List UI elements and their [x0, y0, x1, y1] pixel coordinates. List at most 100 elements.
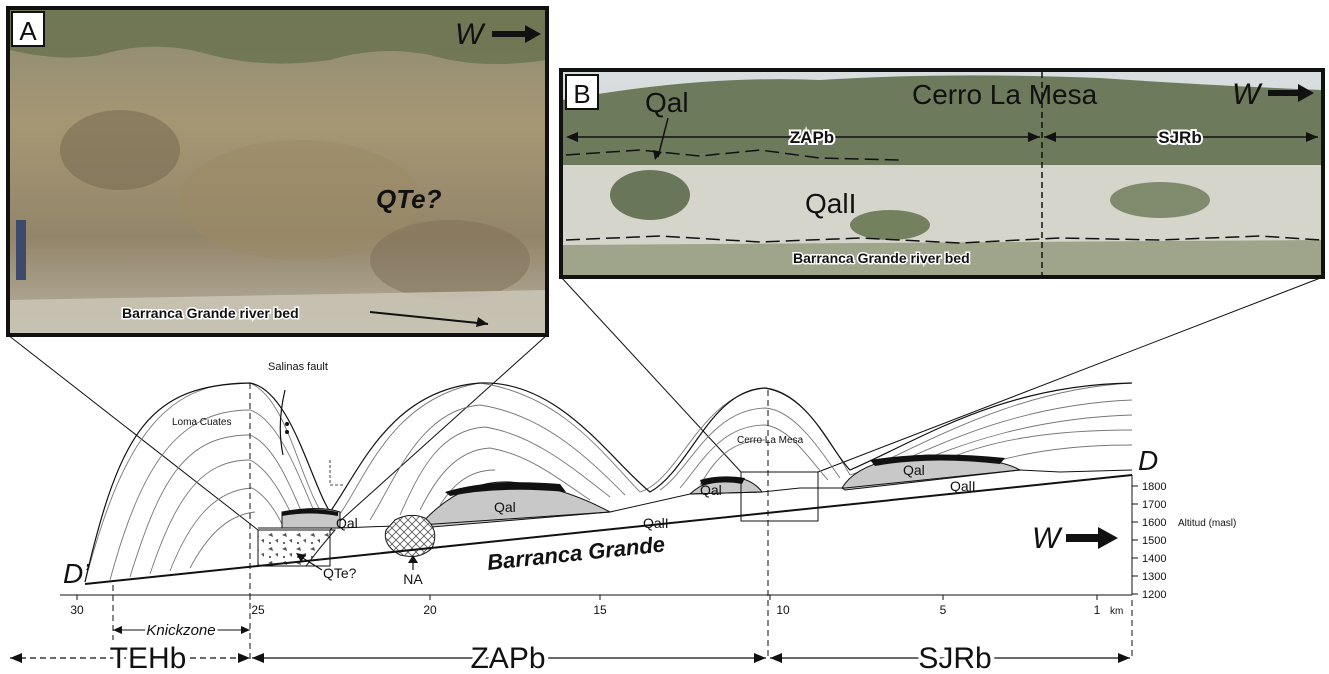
connector-b-left: [560, 276, 742, 473]
cerro-la-mesa-label: Cerro La Mesa: [737, 435, 804, 446]
panel-b-sjrb-arrow-right: [1306, 132, 1318, 142]
qte-pointer-head: [296, 553, 306, 562]
panel-b-sjrb-label: SJRb: [1158, 128, 1201, 147]
altitude-tick-label: 1400: [1142, 553, 1166, 565]
altitude-axis-title: Altitud (masl): [1178, 518, 1236, 529]
altitude-tick-label: 1600: [1142, 517, 1166, 529]
panel-b-sjrb-arrow-left: [1044, 132, 1056, 142]
cobble-patch: [60, 110, 180, 190]
qall-label: QalI: [643, 515, 669, 531]
qal-cap-3: [700, 476, 745, 486]
panel-b-river-bed: [563, 240, 1321, 275]
knickzone-label: Knickzone: [146, 622, 215, 639]
basin-label-zapb: ZAPb: [470, 642, 545, 674]
qal-label: Qal: [903, 462, 925, 478]
distance-tick-label: 30: [70, 603, 84, 617]
person-figure: [16, 220, 26, 280]
panel-b-river-label: Barranca Grande river bed: [793, 250, 970, 266]
panel-b-lower-contact: [565, 235, 1322, 244]
qal-cap-2: [445, 482, 566, 496]
qal-label: Qal: [700, 482, 722, 498]
tehb-arrow-right: [238, 653, 250, 663]
section-west-arrow: [1066, 527, 1118, 549]
panel-a-west-arrow: [492, 25, 541, 43]
sjrb-arrow-right: [1118, 653, 1130, 663]
panel-b-letter: B: [573, 79, 590, 109]
panel-b-qal-label: Qal: [645, 87, 689, 118]
panel-b-direction-label: W: [1232, 78, 1263, 111]
panel-b-letter-box: [565, 74, 599, 110]
qal-label: Qal: [494, 499, 516, 515]
panel-a-direction-label: W: [455, 18, 486, 51]
panel-a-unit-label: QTe?: [376, 184, 442, 214]
zapb-arrow-left: [252, 653, 264, 663]
distance-tick-label: 25: [251, 603, 265, 617]
altitude-tick-label: 1300: [1142, 571, 1166, 583]
panel-b-unit-label: QalI: [805, 188, 856, 219]
na-texture: [385, 515, 435, 557]
zoom-box-b: [740, 471, 819, 522]
salinas-fault-trace: [279, 389, 286, 456]
qal-cap-1: [282, 509, 338, 516]
panel-b-west-arrow: [1268, 84, 1314, 102]
panel-b-mountain-label: Cerro La Mesa: [912, 79, 1098, 110]
altitude-tick-label: 1800: [1142, 481, 1166, 493]
qte-texture: [258, 530, 335, 566]
river-name-label: Barranca Grande: [486, 531, 666, 575]
distance-tick-label: 10: [776, 603, 790, 617]
basin-label-sjrb: SJRb: [918, 642, 991, 674]
vegetation-top: [10, 10, 547, 64]
altitude-axis: 1800 1700 1600 1500 1400 1300 1200 Altit…: [1131, 475, 1236, 601]
section-direction-label: W: [1032, 522, 1063, 555]
connector-b-right: [817, 276, 1324, 473]
salinas-fault-label: Salinas fault: [268, 361, 328, 373]
panel-b-shrub: [610, 170, 690, 220]
panel-a-letter-box: [11, 11, 45, 47]
distance-tick-label: 5: [940, 603, 947, 617]
panel-b-hillside: [563, 75, 1321, 165]
distance-tick-label: 1: [1094, 603, 1101, 617]
basin-label-tehb: TEHb: [110, 642, 187, 674]
qal-label: Qal: [336, 515, 358, 531]
tehb-arrow-left: [10, 653, 22, 663]
panel-b-zapb-label: ZAPb: [790, 128, 834, 147]
knickzone-arrow-right: [241, 626, 250, 634]
zapb-arrow-right: [754, 653, 766, 663]
na-pointer-head: [408, 555, 418, 563]
knickzone-arrow-left: [113, 626, 122, 634]
panel-a-river-pointer: [369, 311, 489, 325]
panel-b-frame: [559, 68, 1325, 279]
fault-marker: [285, 422, 289, 426]
qal-deposit-2: [419, 481, 612, 529]
panel-a-river-label: Barranca Grande river bed: [122, 305, 299, 321]
qall-surface: [258, 469, 1133, 529]
section-label-d: D: [1138, 445, 1158, 476]
distance-tick-label: 20: [423, 603, 437, 617]
distance-unit-label: km: [1110, 606, 1123, 617]
loma-cuates-label: Loma Cuates: [172, 417, 231, 428]
panel-b-shrub: [1110, 182, 1210, 218]
panel-b-upper-contact: [565, 149, 901, 161]
connector-a-right: [329, 334, 548, 531]
panel-b-qal-pointer-head: [653, 150, 662, 160]
fault-detail: [329, 460, 345, 486]
altitude-tick-label: 1700: [1142, 499, 1166, 511]
connector-a-left: [7, 334, 259, 531]
qte-label: QTe?: [323, 565, 357, 581]
panel-a-river-pointer-head: [476, 317, 488, 327]
altitude-tick-label: 1200: [1142, 589, 1166, 601]
zoom-box-a: [257, 529, 331, 567]
fault-marker: [285, 430, 289, 434]
altitude-tick-label: 1500: [1142, 535, 1166, 547]
panel-b-zapb-arrow-left: [566, 132, 578, 142]
na-label: NA: [403, 571, 423, 587]
qal-cap-4: [870, 454, 1005, 466]
panel-b: B W Cerro La Mesa Qal ZAPb SJRb QalI Bar…: [559, 68, 1325, 279]
cobble-patch: [180, 140, 420, 260]
panel-a-frame: [6, 6, 549, 337]
panel-b-shrub: [850, 210, 930, 240]
cobble-patch: [370, 220, 530, 300]
qall-label: QalI: [950, 478, 976, 494]
sjrb-arrow-left: [770, 653, 782, 663]
